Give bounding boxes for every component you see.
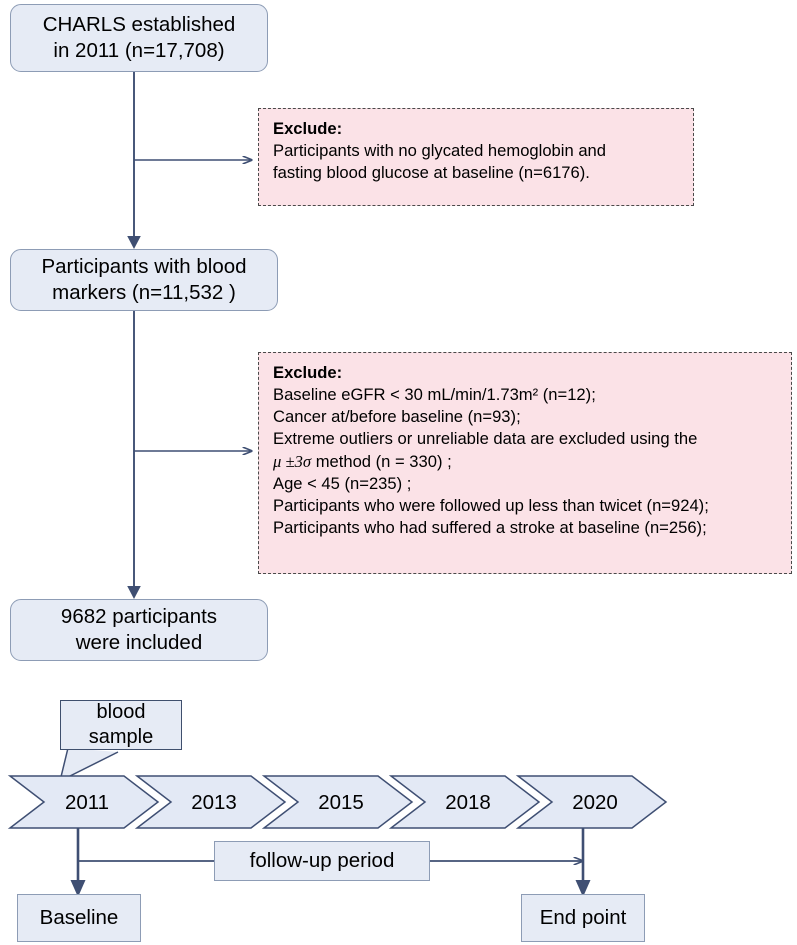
exclude-2-line-3: Extreme outliers or unreliable data are … — [273, 429, 698, 449]
node-charls-line2: in 2011 (n=17,708) — [53, 39, 225, 62]
node-participants-included[interactable]: 9682 participants were included — [10, 599, 268, 661]
timeline-chevron-2015[interactable] — [261, 775, 414, 829]
exclude-2-line-2: Cancer at/before baseline (n=93); — [273, 407, 521, 427]
exclude-1-line-1: Participants with no glycated hemoglobin… — [273, 141, 607, 161]
exclude-2-header: Exclude: — [273, 363, 343, 382]
timeline-chevron-2020[interactable] — [515, 775, 668, 829]
connector-2020-to-endpoint — [575, 828, 591, 897]
exclude-2-line-7: Participants who had suffered a stroke a… — [273, 517, 707, 537]
exclude-2-math-prefix: μ ±3σ — [273, 451, 312, 471]
exclude-2-math-suffix: method (n = 330) ; — [311, 451, 452, 471]
callout-line1: blood — [96, 701, 146, 724]
exclude-2-line-1: Baseline eGFR < 30 mL/min/1.73m² (n=12); — [273, 385, 596, 405]
node-blood-line2: markers (n=11,532 ) — [52, 281, 236, 304]
timeline-chevron-2018[interactable] — [388, 775, 541, 829]
followup-period-label: follow-up period — [214, 841, 430, 881]
exclude-box-2: Exclude: Baseline eGFR < 30 mL/min/1.73m… — [258, 352, 792, 574]
connector-blood-to-included — [127, 311, 141, 599]
connector-2011-to-baseline — [70, 828, 86, 897]
node-charls-established[interactable]: CHARLS established in 2011 (n=17,708) — [10, 4, 268, 72]
exclude-2-line-6: Participants who were followed up less t… — [273, 495, 709, 515]
node-end-point-label: End point — [539, 905, 627, 929]
exclude-2-line-4: μ ±3σ method (n = 330) ; — [273, 451, 779, 473]
exclude-1-header: Exclude: — [273, 119, 343, 138]
node-baseline[interactable]: Baseline — [17, 894, 141, 942]
node-participants-blood-markers[interactable]: Participants with blood markers (n=11,53… — [10, 249, 278, 311]
node-baseline-label: Baseline — [39, 905, 119, 929]
connector-charls-to-blood — [127, 72, 141, 249]
timeline-chevron-2011[interactable] — [7, 775, 160, 829]
callout-line2: sample — [88, 726, 154, 748]
node-included-line2: were included — [75, 631, 203, 654]
callout-blood-sample[interactable]: blood sample — [60, 700, 182, 750]
node-charls-line1: CHARLS established — [42, 12, 236, 36]
timeline-chevron-2013[interactable] — [134, 775, 287, 829]
exclude-2-line-5: Age < 45 (n=235) ; — [273, 473, 412, 493]
node-end-point[interactable]: End point — [521, 894, 645, 942]
node-blood-line1: Participants with blood — [41, 254, 247, 278]
node-included-line1: 9682 participants — [60, 604, 218, 628]
exclude-1-line-2: fasting blood glucose at baseline (n=617… — [273, 163, 590, 183]
exclude-box-1: Exclude: Participants with no glycated h… — [258, 108, 694, 206]
